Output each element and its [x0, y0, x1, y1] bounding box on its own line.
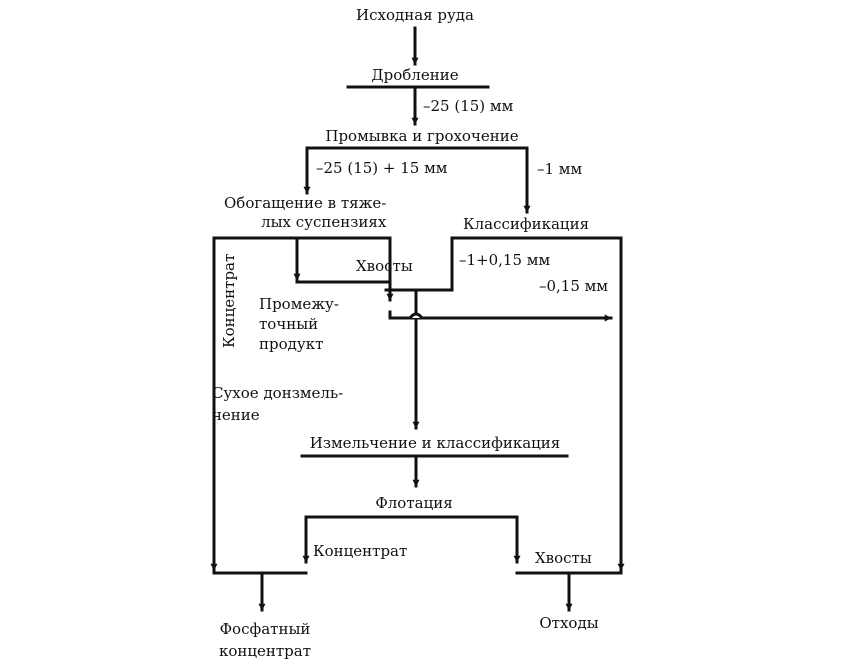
node-crushing: Дробление — [371, 66, 459, 84]
node-heavy-media: Обогащение в тяже- лых суспензиях — [224, 194, 387, 231]
stream-fine-1mm: –1 мм — [537, 160, 583, 178]
crossover-bump — [408, 312, 424, 319]
node-flotation: Флотация — [375, 494, 453, 512]
stream-coarse: –25 (15) + 15 мм — [316, 159, 448, 177]
node-dry-grinding: Сухое донзмель- чение — [212, 384, 344, 424]
node-middling: Промежу- точный продукт — [259, 295, 339, 353]
stream-concentrate-vertical: Концентрат — [220, 253, 238, 348]
node-concentrate-label: Концентрат — [313, 542, 408, 560]
node-tails-1: Хвосты — [356, 257, 413, 275]
node-waste: Отходы — [539, 614, 599, 632]
node-ore: Исходная руда — [356, 6, 474, 24]
stream-crushed: –25 (15) мм — [423, 97, 514, 115]
stream-fraction-1-015: –1+0,15 мм — [459, 251, 551, 269]
node-washing: Промывка и грохочение — [325, 127, 519, 145]
node-grinding-classification: Измельчение и классификация — [309, 434, 561, 452]
node-phosphate-concentrate: Фосфатный концентрат — [218, 620, 312, 660]
stream-fraction-015: –0,15 мм — [539, 277, 609, 295]
node-classification: Классификация — [463, 215, 590, 233]
node-tails-2: Хвосты — [535, 549, 592, 567]
